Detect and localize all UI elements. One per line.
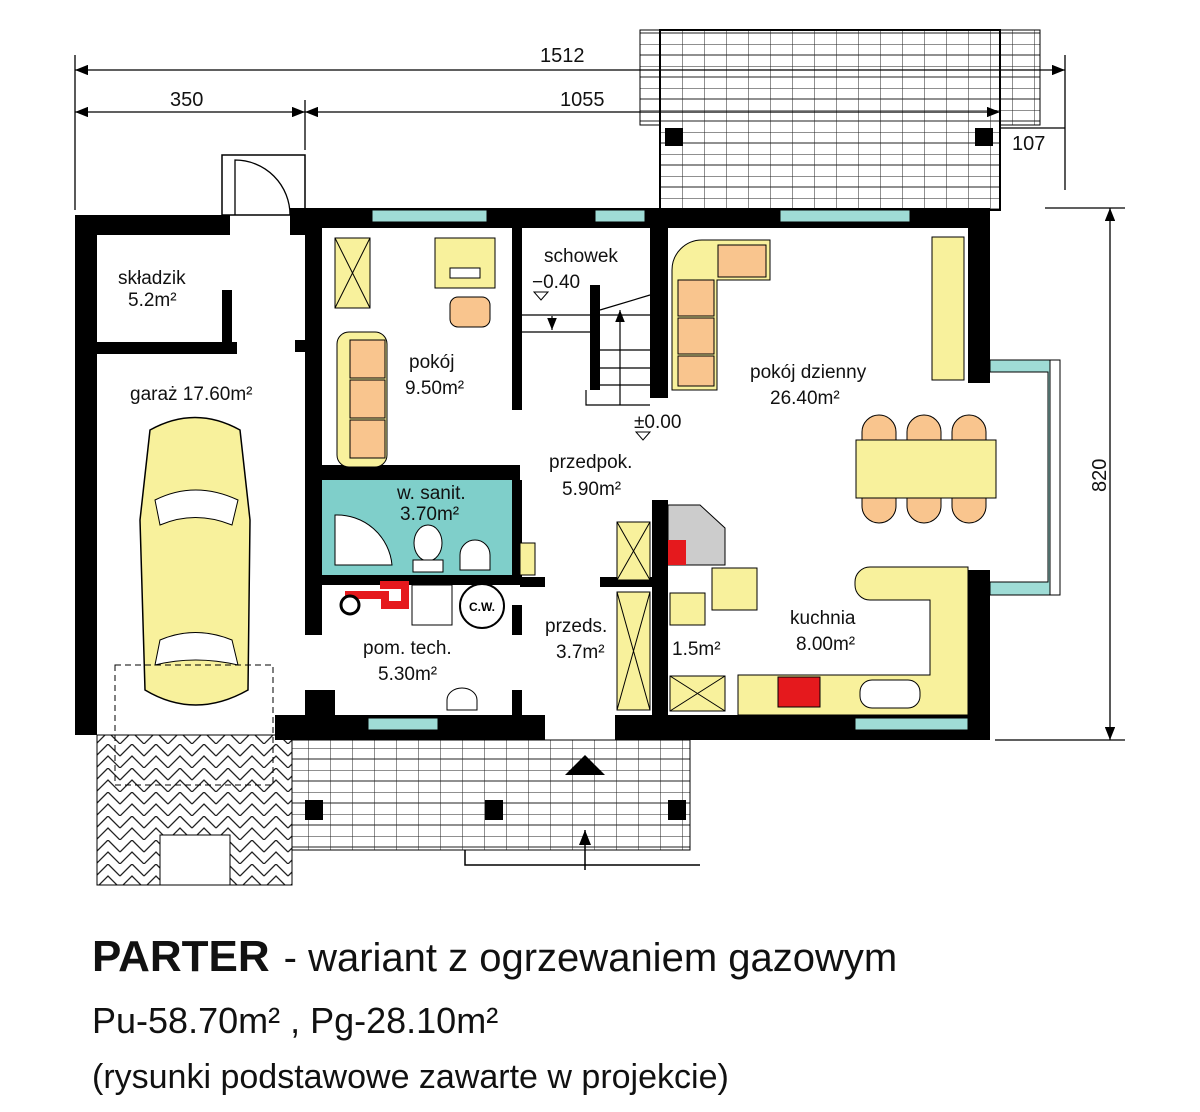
front-terrace — [289, 739, 691, 851]
dim-depth: 820 — [1089, 459, 1111, 492]
car-icon — [139, 416, 251, 706]
pantry-shelf — [669, 592, 706, 626]
kitchen-sink-icon — [859, 679, 921, 709]
dim-offset: 107 — [1012, 133, 1045, 155]
radiator — [519, 542, 536, 576]
level-stair-bottom: −0.40 — [532, 272, 580, 293]
floor-plan: 1512 350 1055 820 — [74, 29, 1125, 886]
plan-title-main: PARTER — [92, 932, 270, 981]
dim-house-width: 1055 — [560, 89, 605, 111]
room-area-pom-tech: 5.30m² — [378, 664, 437, 685]
room-area-pokoj-dzienny: 26.40m² — [770, 388, 840, 409]
level-marker-icon — [634, 431, 652, 441]
room-name-garaz: garaż 17.60m² — [130, 384, 253, 405]
room-area-przeds: 3.7m² — [556, 642, 605, 663]
water-heater-label: C.W. — [469, 600, 495, 614]
tv-cabinet — [931, 236, 965, 381]
room-name-schowek: schowek — [544, 246, 618, 267]
door-swing — [234, 159, 291, 216]
tech-sink-icon — [446, 687, 478, 711]
chair — [449, 296, 491, 328]
dining-table — [855, 439, 997, 499]
room-name-wc: w. sanit. — [396, 483, 466, 504]
entrance-arrow-icon — [565, 755, 605, 775]
room-name-pokoj: pokój — [409, 352, 454, 373]
plan-title: PARTER - wariant z ogrzewaniem gazowym — [92, 932, 897, 982]
desk — [434, 237, 496, 289]
staircase — [522, 294, 651, 406]
dim-garage-width: 350 — [170, 89, 203, 111]
dining-chairs — [861, 414, 987, 524]
room-name-pokoj-dzienny: pokój dzienny — [750, 362, 867, 383]
dim-total-width: 1512 — [540, 45, 585, 67]
room-labels: składzik 5.2m² garaż 17.60m² pokój 9.50m… — [118, 246, 867, 685]
room-name-przedpok: przedpok. — [549, 452, 632, 473]
room-area-kuchnia: 8.00m² — [796, 634, 855, 655]
toilet-icon — [413, 524, 443, 562]
sink-icon — [459, 539, 491, 571]
dimension-lines — [74, 55, 1125, 741]
plan-subtitle: - wariant z ogrzewaniem gazowym — [283, 936, 898, 980]
room-name-kuchnia: kuchnia — [790, 608, 856, 629]
shower-icon — [334, 514, 393, 566]
room-area-pantry: 1.5m² — [672, 639, 721, 660]
rear-terrace-inner — [659, 29, 1001, 211]
room-area-wc: 3.70m² — [400, 504, 459, 525]
level-marker-icon — [532, 291, 550, 301]
room-area-pokoj: 9.50m² — [405, 378, 464, 399]
room-name-skladzik: składzik — [118, 268, 186, 289]
boiler — [411, 584, 453, 626]
room-area-skladzik: 5.2m² — [128, 290, 177, 311]
room-name-pom-tech: pom. tech. — [363, 638, 452, 659]
stove-icon — [777, 676, 821, 708]
level-floor: ±0.00 — [634, 412, 681, 433]
gas-pipe — [345, 581, 409, 609]
plan-note: (rysunki podstawowe zawarte w projekcie) — [92, 1058, 729, 1096]
plan-areas: Pu-58.70m² , Pg-28.10m² — [92, 1000, 499, 1041]
room-area-przedpok: 5.90m² — [562, 479, 621, 500]
room-name-przeds: przeds. — [545, 616, 607, 637]
water-heater — [459, 583, 505, 629]
